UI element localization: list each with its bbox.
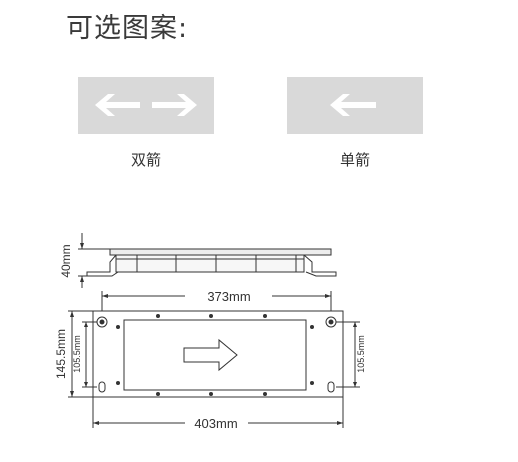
left-arrow-icon [330,94,376,116]
option-label-single: 单箭 [339,151,370,169]
right-arrow-icon [183,338,238,372]
option-double-arrow[interactable] [78,77,214,134]
left-hole-spacing-label: 105.5mm [72,335,82,373]
double-arrow-icon [95,94,197,116]
side-view [78,233,337,288]
front-view [68,291,360,428]
inner-width-dimension-label: 373mm [207,289,250,304]
option-single-arrow[interactable] [287,77,423,134]
option-label-double: 双箭 [130,151,161,169]
height-dimension-label: 40mm [59,244,73,277]
outer-width-dimension-label: 403mm [194,416,237,431]
page-title: 可选图案: [66,13,189,44]
outer-height-dimension-label: 145.5mm [54,329,68,379]
right-hole-spacing-label: 105.5mm [356,335,366,373]
